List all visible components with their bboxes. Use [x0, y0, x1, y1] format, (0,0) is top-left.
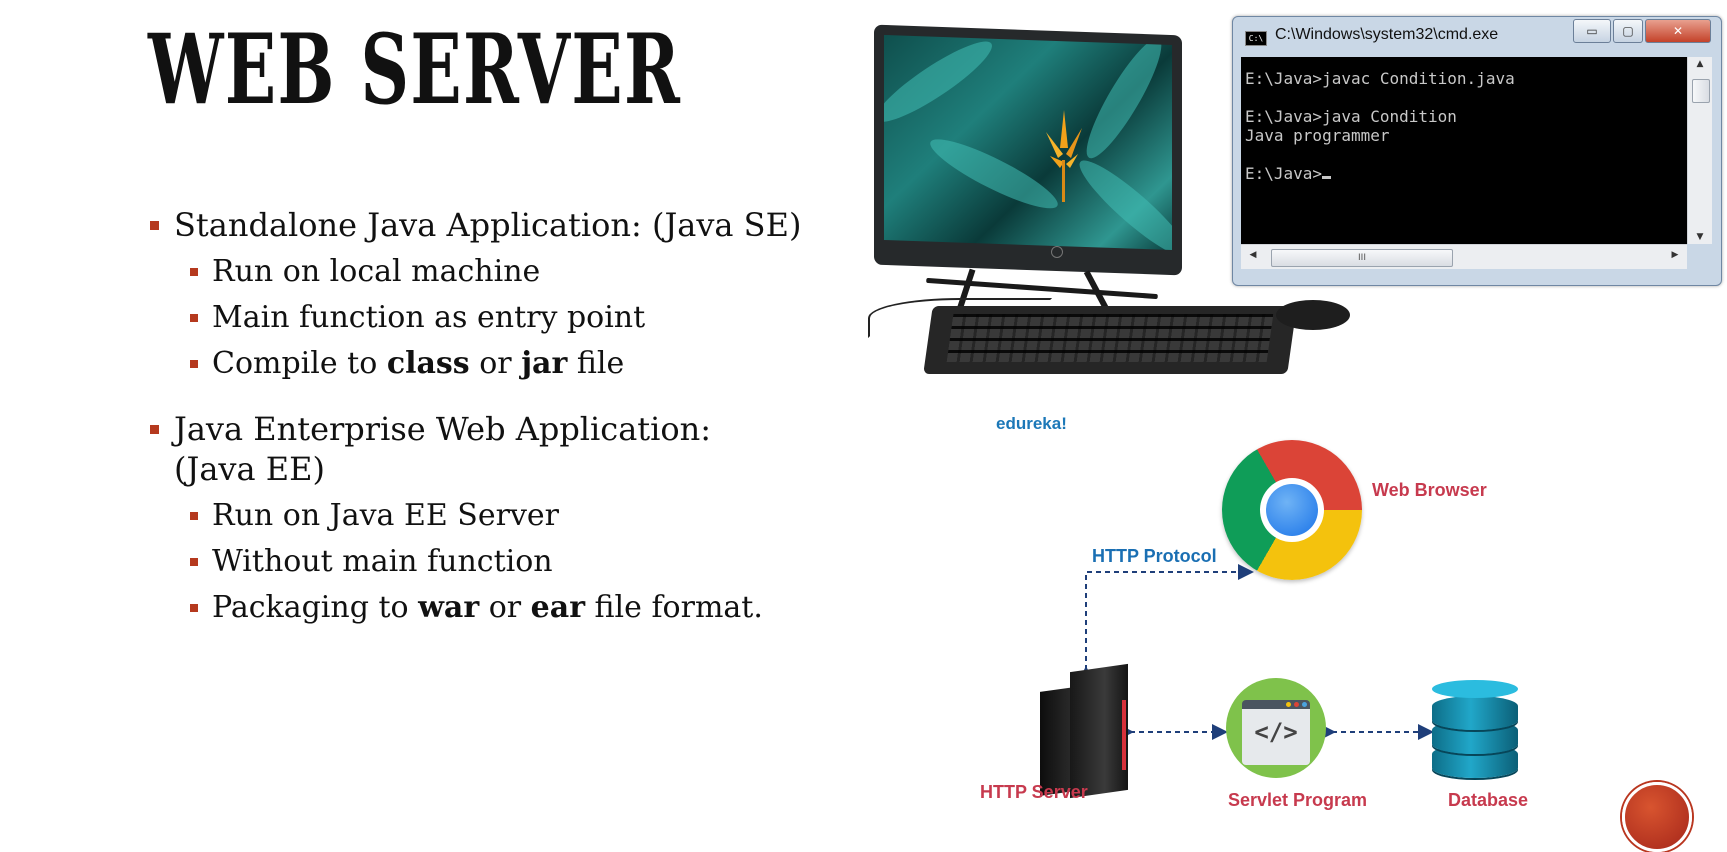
- bullet-text-pre: Compile to: [212, 346, 387, 381]
- window-dot: [1294, 702, 1299, 707]
- bullet-text: Run on local machine: [212, 254, 541, 289]
- slide-title: WEB SERVER: [148, 13, 682, 126]
- database-disk: [1432, 696, 1518, 730]
- leaf-shape: [1076, 34, 1172, 166]
- leaf-shape: [924, 128, 1064, 219]
- http-protocol-label: HTTP Protocol: [1092, 546, 1217, 566]
- bullet-text-pre: Packaging to: [212, 590, 419, 625]
- bullet-text: Java Enterprise Web Application:: [174, 410, 712, 448]
- slide-badge: [1622, 782, 1692, 852]
- web-browser-label: Web Browser: [1372, 480, 1487, 500]
- brand-watermark: edureka!: [996, 414, 1067, 433]
- database-label: Database: [1448, 790, 1529, 810]
- diagram-connectors: [1078, 564, 1434, 740]
- bullet-marker: [150, 221, 159, 230]
- leaf-shape: [884, 34, 1000, 133]
- servlet-program-label: Servlet Program: [1228, 790, 1368, 810]
- scroll-down-arrow-icon[interactable]: ▼: [1696, 232, 1704, 242]
- maximize-button[interactable]: ▢: [1613, 19, 1643, 43]
- console-output-area[interactable]: E:\Java>javac Condition.java E:\Java>jav…: [1241, 57, 1687, 244]
- database-top: [1432, 680, 1518, 698]
- bullet-text-post: file: [567, 346, 625, 381]
- sub-bullet: Main function as entry point: [150, 299, 830, 337]
- server-unit: [1070, 663, 1128, 799]
- servlet-window: [1242, 700, 1310, 765]
- bullet-bold: jar: [521, 346, 568, 381]
- bullet-text-mid: or: [479, 590, 531, 625]
- bullet-text: Main function as entry point: [212, 300, 646, 335]
- window-dot: [1286, 702, 1291, 707]
- bullet-marker: [150, 425, 159, 434]
- bullet-marker: [190, 360, 198, 368]
- leaf-shape: [1070, 150, 1172, 251]
- cmd-title: C:\Windows\system32\cmd.exe: [1275, 26, 1499, 43]
- monitor-screen: [884, 34, 1172, 251]
- sub-bullet: Without main function: [150, 543, 830, 581]
- bullet-text: Standalone Java Application: (Java SE): [174, 206, 802, 244]
- flower-shape: [1046, 110, 1082, 202]
- vertical-scrollbar[interactable]: ▲ ▼: [1687, 57, 1712, 244]
- http-protocol-arrow: [1078, 564, 1254, 682]
- bullet-marker: [190, 314, 198, 322]
- server-light: [1122, 700, 1126, 770]
- scroll-left-arrow-icon[interactable]: ◀: [1249, 250, 1257, 260]
- bullet-bold: war: [418, 590, 480, 625]
- cmd-window[interactable]: C:\ C:\Windows\system32\cmd.exe ▭ ▢ ✕ E:…: [1232, 16, 1722, 286]
- bullet-marker: [190, 558, 198, 566]
- window-dot: [1302, 702, 1307, 707]
- vertical-scroll-thumb[interactable]: [1692, 79, 1710, 103]
- bullet-text: Without main function: [212, 544, 553, 579]
- http-server-label: HTTP Server: [980, 782, 1088, 802]
- bullet-marker: [190, 512, 198, 520]
- console-output-text: E:\Java>javac Condition.java E:\Java>jav…: [1245, 69, 1515, 183]
- bullet-marker: [190, 268, 198, 276]
- bullet-java-se: Standalone Java Application: (Java SE): [150, 205, 830, 245]
- keyboard-keys: [946, 314, 1274, 362]
- mouse-icon: [1276, 300, 1350, 330]
- bullet-bold: ear: [530, 590, 586, 625]
- code-symbol: </>: [1254, 718, 1298, 746]
- brand-logo-icon: [1051, 246, 1063, 258]
- cmd-app-icon: C:\: [1245, 31, 1267, 46]
- bullet-list: Standalone Java Application: (Java SE) R…: [150, 205, 830, 635]
- minimize-button[interactable]: ▭: [1573, 19, 1611, 43]
- close-button[interactable]: ✕: [1645, 19, 1711, 43]
- sub-bullet: Packaging to war or ear file format.: [150, 589, 830, 627]
- bullet-text-post: file format.: [585, 590, 763, 625]
- cmd-titlebar[interactable]: C:\ C:\Windows\system32\cmd.exe ▭ ▢ ✕: [1233, 17, 1721, 57]
- scroll-right-arrow-icon[interactable]: ▶: [1671, 250, 1679, 260]
- sub-bullet: Run on local machine: [150, 253, 830, 291]
- sub-bullet: Compile to class or jar file: [150, 345, 830, 383]
- horizontal-scrollbar[interactable]: ◀ III ▶: [1241, 244, 1687, 269]
- text-cursor: [1322, 176, 1332, 179]
- bullet-marker: [190, 604, 198, 612]
- sub-bullet: Run on Java EE Server: [150, 497, 830, 535]
- bullet-text: Run on Java EE Server: [212, 498, 559, 533]
- chrome-core: [1266, 484, 1318, 536]
- bullet-text: (Java EE): [174, 450, 325, 488]
- horizontal-scroll-thumb[interactable]: III: [1271, 249, 1453, 267]
- bullet-java-ee: Java Enterprise Web Application: (Java E…: [150, 409, 830, 489]
- cable: [868, 298, 1052, 338]
- bullet-bold: class: [386, 346, 470, 381]
- bullet-text-mid: or: [469, 346, 522, 381]
- scroll-up-arrow-icon[interactable]: ▲: [1696, 59, 1704, 69]
